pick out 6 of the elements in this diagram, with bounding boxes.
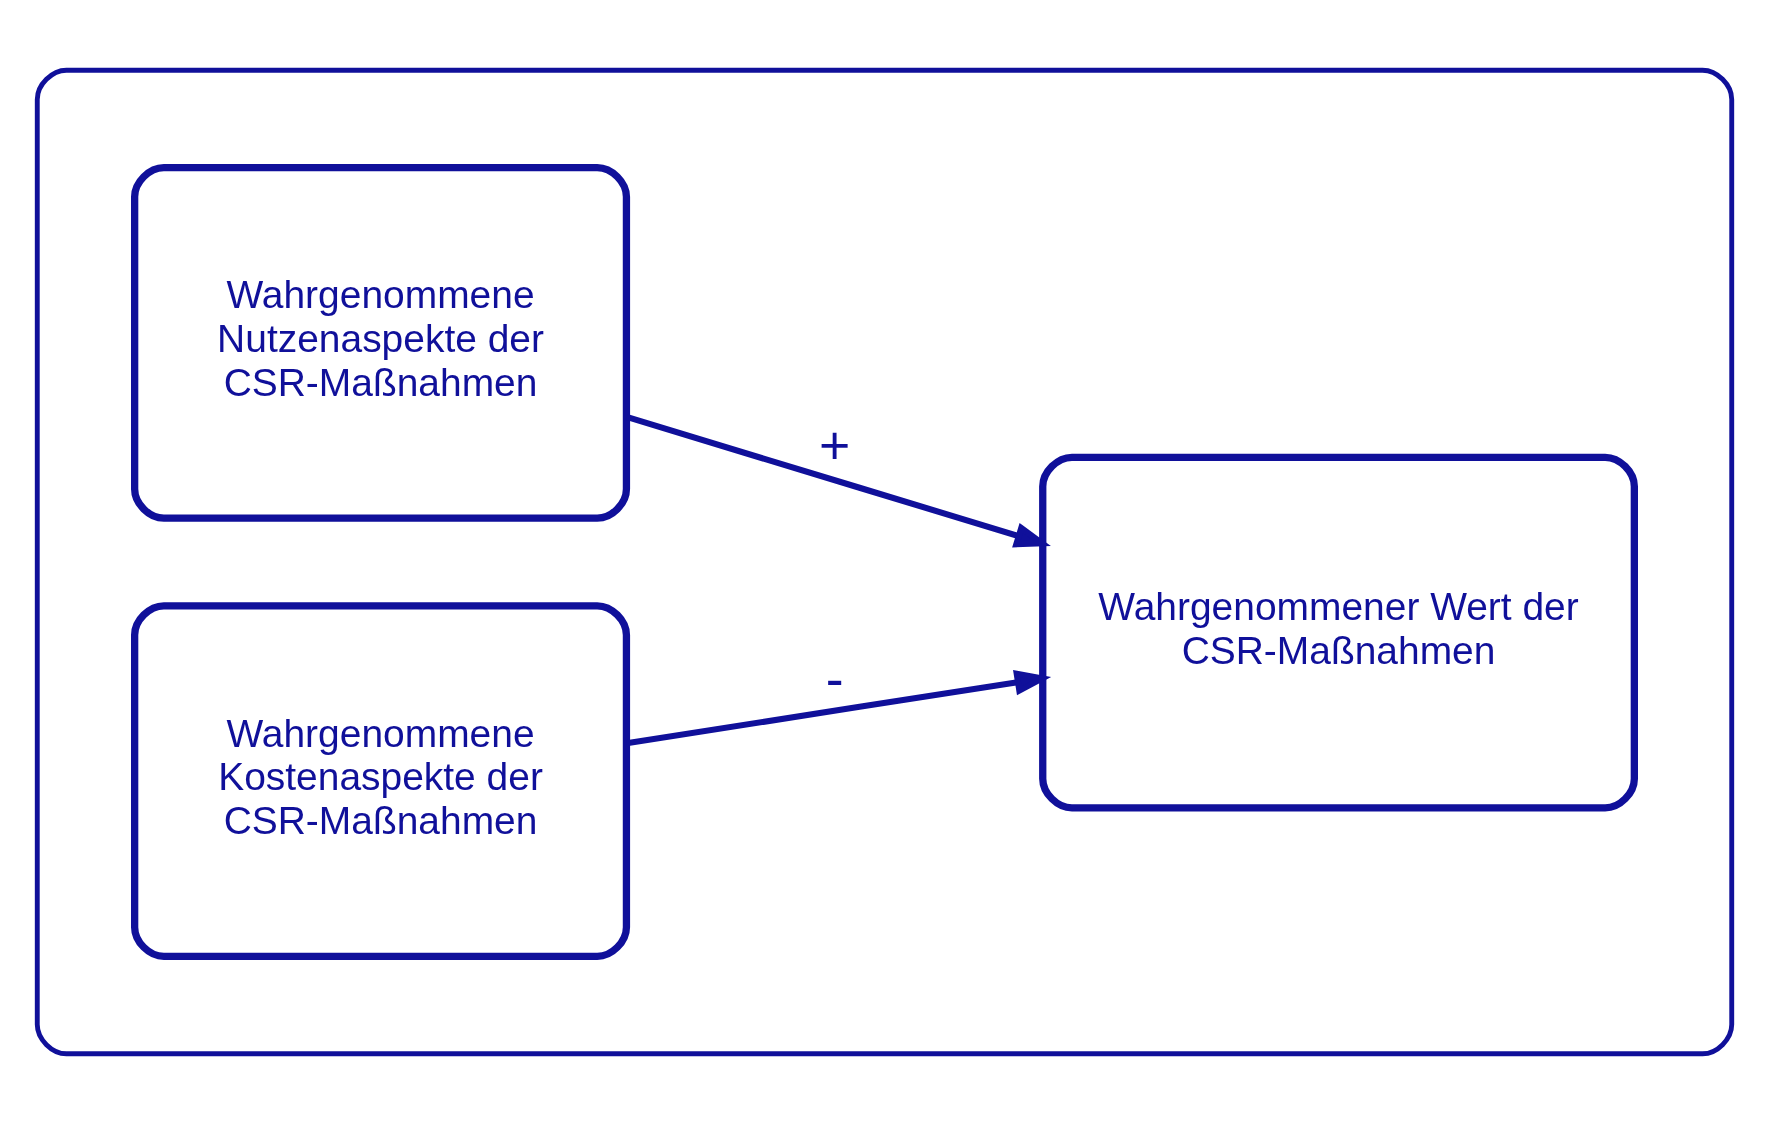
node-box: Wahrgenommener Wert der CSR-Maßnahmen (1039, 453, 1638, 812)
edge-label: + (818, 415, 851, 475)
node-box: Wahrgenommene Kostenaspekte der CSR-Maßnahmen (131, 601, 631, 960)
edge-label: - (825, 648, 844, 708)
cluster (34, 67, 1735, 1056)
node-box: Wahrgenommene Nutzenaspekte der CSR-Maßnahmen (131, 163, 631, 522)
